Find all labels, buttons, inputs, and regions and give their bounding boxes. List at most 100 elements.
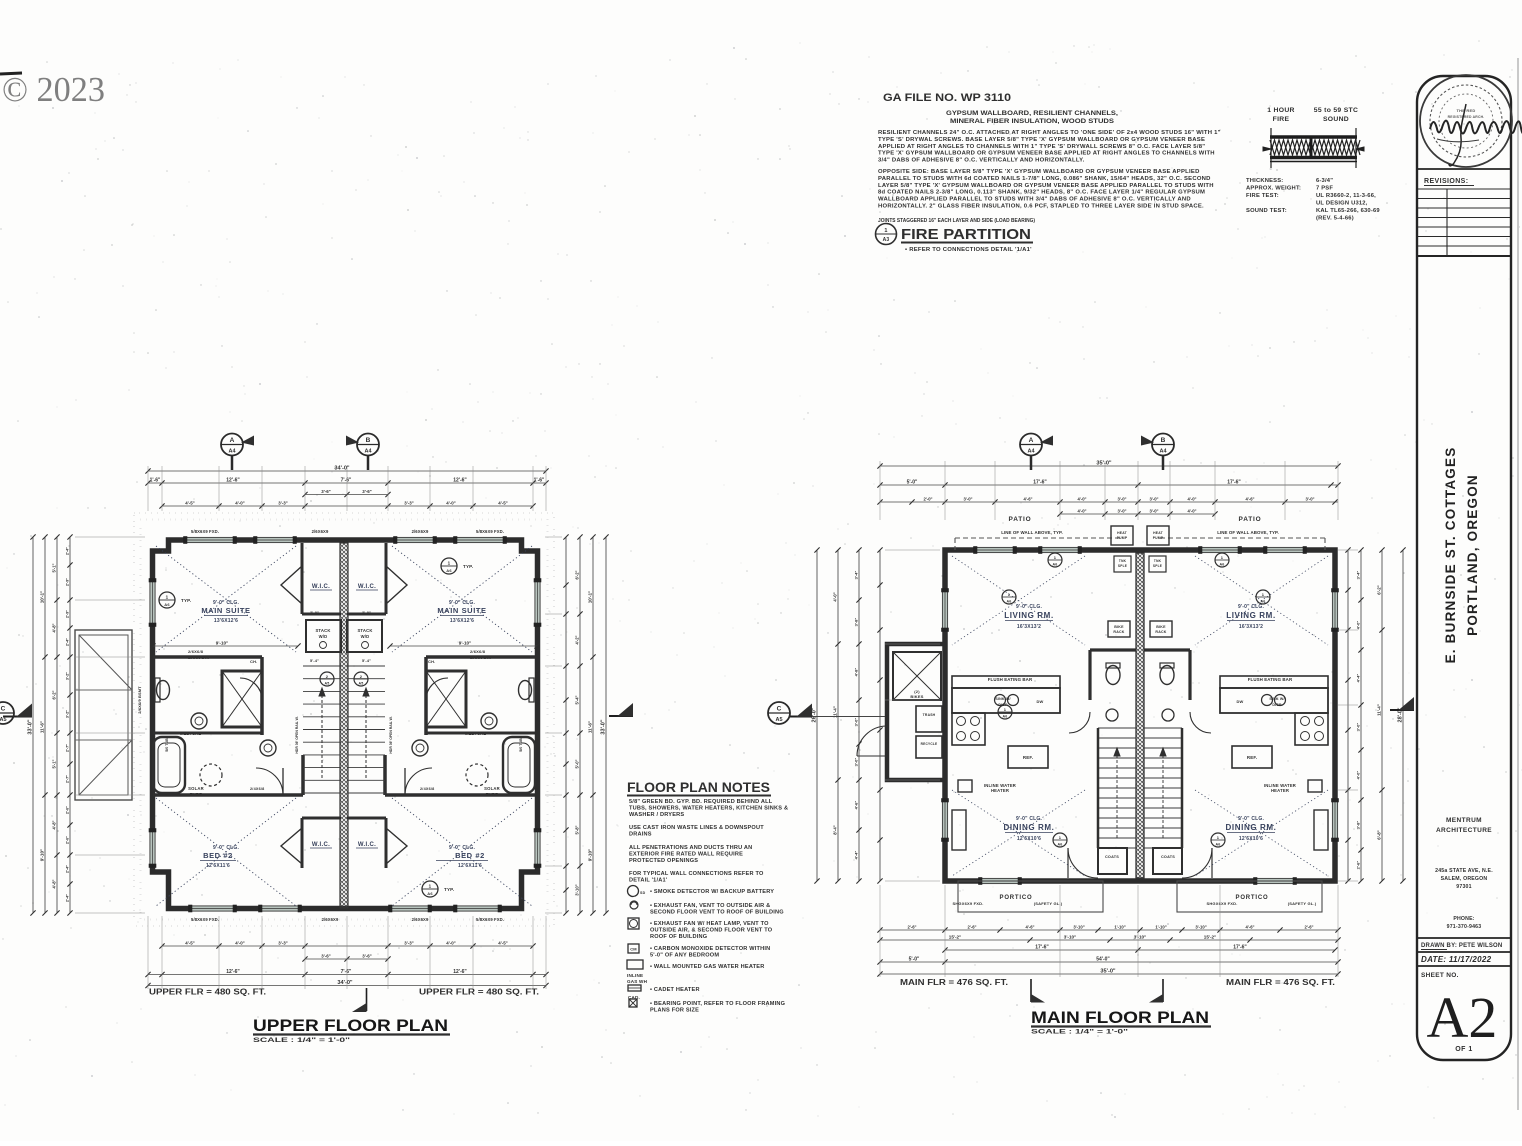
svg-text:A6: A6: [1220, 563, 1225, 567]
svg-text:2/6X6/8: 2/6X6/8: [188, 649, 204, 654]
svg-text:5'-1": 5'-1": [51, 759, 56, 768]
svg-text:8d COATED NAILS 2-3/8" LONG, 0: 8d COATED NAILS 2-3/8" LONG, 0.113" SHAN…: [878, 190, 1205, 196]
svg-text:RACK: RACK: [1113, 630, 1124, 634]
svg-text:6'-2": 6'-2": [1376, 585, 1381, 594]
svg-text:A6: A6: [164, 602, 170, 607]
svg-text:• BEARING POINT, REFER TO FLOO: • BEARING POINT, REFER TO FLOOR FRAMING: [650, 1001, 785, 1007]
svg-text:SPLE: SPLE: [1153, 564, 1162, 568]
svg-text:3'-0": 3'-0": [1149, 496, 1158, 501]
svg-text:6'-2": 6'-2": [51, 690, 56, 699]
svg-text:7'-6": 7'-6": [341, 969, 352, 975]
svg-text:PARALLEL TO STUDS WITH 6d COAT: PARALLEL TO STUDS WITH 6d COATED NAILS 1…: [878, 176, 1211, 182]
svg-text:12'-6": 12'-6": [226, 477, 240, 483]
svg-text:12'-6": 12'-6": [226, 969, 240, 975]
svg-text:GAS WH: GAS WH: [627, 979, 648, 984]
svg-text:1: 1: [884, 228, 887, 234]
svg-text:4'-5": 4'-5": [185, 500, 194, 505]
svg-text:5/0 TUB: 5/0 TUB: [165, 738, 169, 752]
svg-text:3'-6": 3'-6": [321, 489, 330, 494]
svg-text:PATIO: PATIO: [1239, 516, 1262, 523]
svg-text:SHGX6X9 FXD.: SHGX6X9 FXD.: [952, 901, 983, 906]
svg-text:BIKE: BIKE: [1114, 625, 1124, 629]
svg-text:5'-0": 5'-0": [909, 956, 920, 962]
svg-text:PORTLAND, OREGON: PORTLAND, OREGON: [1465, 474, 1480, 636]
svg-text:MAIN FLR = 476 SQ. FT.: MAIN FLR = 476 SQ. FT.: [1226, 978, 1335, 987]
svg-text:2'-0": 2'-0": [923, 496, 932, 501]
svg-text:CH.: CH.: [428, 659, 436, 664]
svg-text:4'-4": 4'-4": [853, 851, 858, 860]
svg-text:5/8X6X9 FXD.: 5/8X6X9 FXD.: [476, 917, 504, 922]
svg-text:SALEM, OREGON: SALEM, OREGON: [1441, 876, 1488, 882]
svg-text:4'-0": 4'-0": [446, 500, 455, 505]
svg-text:6-3/4": 6-3/4": [1316, 178, 1333, 184]
svg-text:2'-4": 2'-4": [65, 894, 69, 902]
svg-text:A5: A5: [0, 717, 7, 723]
svg-text:CH.: CH.: [250, 659, 258, 664]
svg-text:3'-0": 3'-0": [310, 611, 319, 615]
svg-text:4'-0": 4'-0": [446, 940, 455, 945]
svg-text:DATE: 11/17/2022: DATE: 11/17/2022: [1421, 955, 1492, 964]
svg-text:3'-0": 3'-0": [1305, 496, 1314, 501]
svg-text:TUBS, SHOWERS, WATER HEATERS,: TUBS, SHOWERS, WATER HEATERS, KITCHEN SI…: [629, 806, 788, 812]
svg-text:3'-6": 3'-6": [362, 953, 371, 958]
svg-text:A6: A6: [1261, 600, 1266, 604]
svg-text:A6: A6: [1007, 600, 1012, 604]
svg-text:SOLAR: SOLAR: [188, 786, 204, 791]
svg-text:COATS: COATS: [1105, 855, 1119, 859]
svg-text:B: B: [366, 437, 371, 444]
svg-text:• SMOKE DETECTOR W/ BACKUP BAT: • SMOKE DETECTOR W/ BACKUP BATTERY: [650, 889, 774, 895]
svg-text:DRAINS: DRAINS: [629, 832, 652, 838]
svg-text:SINK W/: SINK W/: [1269, 697, 1284, 701]
svg-text:A4: A4: [228, 449, 236, 455]
svg-text:34'-0": 34'-0": [334, 465, 350, 471]
svg-text:C: C: [777, 706, 782, 713]
svg-text:TYPE 'X' GYPSUM WALLBOARD OR G: TYPE 'X' GYPSUM WALLBOARD OR GYPSUM VENE…: [878, 151, 1215, 157]
svg-text:PORTICO: PORTICO: [1236, 895, 1269, 901]
svg-text:4'-6": 4'-6": [1025, 924, 1034, 929]
svg-text:55 to 59 STC: 55 to 59 STC: [1314, 107, 1358, 114]
svg-text:5/8X6X9 FXD.: 5/8X6X9 FXD.: [191, 917, 219, 922]
svg-text:2/4X6/8: 2/4X6/8: [420, 787, 435, 791]
svg-text:SD: SD: [640, 891, 646, 895]
svg-text:SOUND: SOUND: [1323, 116, 1349, 123]
svg-text:ROOF OF BUILDING: ROOF OF BUILDING: [650, 934, 707, 940]
svg-text:LIVING RM.: LIVING RM.: [1226, 611, 1276, 620]
svg-text:TYPE 'S' DRYWAL SCREWS. BASE: TYPE 'S' DRYWAL SCREWS. BASE LAYER 5/8" …: [878, 137, 1205, 143]
svg-text:5'-0": 5'-0": [574, 759, 579, 768]
svg-text:KAL TL65-266, 630-69: KAL TL65-266, 630-69: [1316, 208, 1380, 214]
svg-text:5'-0": 5'-0": [907, 479, 918, 485]
svg-text:3'-10": 3'-10": [1134, 934, 1146, 939]
svg-text:TUBE: TUBE: [486, 792, 498, 797]
svg-text:FLUSH EATING BAR: FLUSH EATING BAR: [988, 677, 1033, 682]
svg-text:1: 1: [448, 561, 451, 566]
svg-text:3'-2": 3'-2": [65, 710, 69, 718]
svg-text:2/6X6/9 BSMT: 2/6X6/9 BSMT: [137, 686, 142, 714]
svg-text:4'-6": 4'-6": [1245, 496, 1254, 501]
svg-text:DETAIL '1/A1': DETAIL '1/A1': [629, 878, 668, 884]
svg-text:A6: A6: [427, 891, 433, 896]
svg-text:UL R3660-2, 11-3-66,: UL R3660-2, 11-3-66,: [1316, 193, 1376, 199]
svg-text:5'-4": 5'-4": [362, 659, 371, 663]
svg-text:BIKE: BIKE: [1156, 625, 1166, 629]
svg-text:2/4X6/8: 2/4X6/8: [250, 787, 265, 791]
svg-text:HORIZONTALLY. 2" GLASS FIBER I: HORIZONTALLY. 2" GLASS FIBER INSULATION,…: [878, 204, 1204, 210]
svg-text:7'-6": 7'-6": [341, 477, 352, 483]
svg-text:5'-0" OF ANY BEDROOM: 5'-0" OF ANY BEDROOM: [650, 953, 719, 959]
svg-text:DINING RM.: DINING RM.: [1226, 823, 1277, 832]
svg-text:2'-6": 2'-6": [907, 924, 916, 929]
svg-text:BED #2: BED #2: [455, 851, 485, 860]
svg-text:APPROX. WEIGHT:: APPROX. WEIGHT:: [1246, 186, 1301, 192]
svg-text:2'-7": 2'-7": [65, 775, 69, 783]
svg-text:MAIN FLR = 476 SQ. FT.: MAIN FLR = 476 SQ. FT.: [900, 978, 1008, 987]
svg-text:DW: DW: [1236, 699, 1243, 704]
svg-text:4'-0": 4'-0": [1355, 771, 1360, 780]
svg-text:TYP.: TYP.: [444, 887, 454, 892]
svg-text:APPLIED AT RIGHT ANGLES TO CHA: APPLIED AT RIGHT ANGLES TO CHANNELS WITH…: [878, 144, 1205, 150]
svg-text:2/6X6X9: 2/6X6X9: [412, 917, 429, 922]
svg-text:A5: A5: [359, 682, 364, 686]
svg-text:STACK: STACK: [315, 628, 330, 633]
svg-text:INLINE: INLINE: [627, 973, 643, 978]
svg-text:12'6X11'6: 12'6X11'6: [458, 863, 482, 869]
svg-text:UL DESIGN U312,: UL DESIGN U312,: [1316, 201, 1368, 207]
svg-text:PUMP: PUMP: [1153, 536, 1164, 540]
